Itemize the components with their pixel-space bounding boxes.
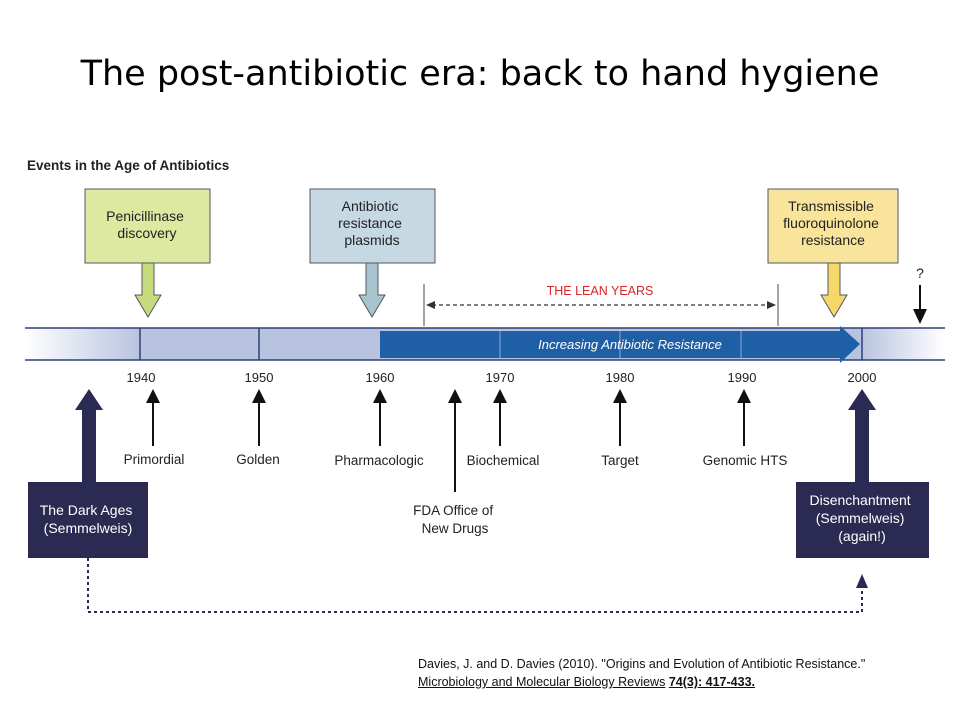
era-label-pharmacologic: Pharmacologic: [334, 453, 424, 468]
year-label: 2000: [848, 370, 877, 385]
disenchantment-arrow: [848, 389, 876, 482]
year-labels: 1940 1950 1960 1970 1980 1990 2000: [127, 370, 877, 385]
era-arrows: [146, 389, 751, 492]
year-label: 1990: [728, 370, 757, 385]
year-label: 1950: [245, 370, 274, 385]
semmelweis-connector: [87, 558, 868, 613]
era-label-golden: Golden: [236, 452, 280, 467]
lean-years-bracket: THE LEAN YEARS: [423, 284, 779, 326]
dark-ages-callout: The Dark Ages (Semmelweis): [28, 389, 148, 558]
future-question-arrow: ?: [913, 265, 927, 324]
disenchantment-label: Disenchantment (Semmelweis) (again!): [809, 492, 914, 544]
penicillinase-label: Penicillinase discovery: [106, 208, 188, 241]
lean-years-label: THE LEAN YEARS: [547, 284, 654, 298]
resistance-arrow: Increasing Antibiotic Resistance: [380, 326, 860, 363]
citation: Davies, J. and D. Davies (2010). "Origin…: [418, 655, 938, 691]
era-label-target: Target: [601, 453, 639, 468]
citation-text: Davies, J. and D. Davies (2010). "Origin…: [418, 657, 866, 671]
question-mark: ?: [916, 265, 924, 281]
fda-label: FDA Office of New Drugs: [413, 503, 497, 536]
citation-journal: Microbiology and Molecular Biology Revie…: [418, 675, 666, 689]
era-label-genomic-hts: Genomic HTS: [703, 453, 788, 468]
dark-ages-label: The Dark Ages (Semmelweis): [40, 502, 137, 536]
slide-title: The post-antibiotic era: back to hand hy…: [80, 54, 880, 94]
year-label: 1960: [366, 370, 395, 385]
citation-volume: 74(3): 417-433.: [668, 675, 755, 689]
plasmids-label: Antibiotic resistance plasmids: [338, 198, 406, 248]
resistance-arrow-label: Increasing Antibiotic Resistance: [538, 337, 722, 352]
penicillinase-arrow: [134, 262, 162, 318]
era-labels: Primordial Golden Pharmacologic Biochemi…: [124, 452, 788, 468]
penicillinase-callout: Penicillinase discovery: [84, 188, 211, 318]
figure-heading: Events in the Age of Antibiotics: [27, 158, 229, 173]
fluoroquinolone-arrow: [820, 262, 848, 318]
plasmids-callout: Antibiotic resistance plasmids: [309, 188, 436, 318]
disenchantment-callout: Disenchantment (Semmelweis) (again!): [796, 389, 929, 558]
fluoroquinolone-label: Transmissible fluoroquinolone resistance: [783, 198, 883, 248]
era-label-primordial: Primordial: [124, 452, 185, 467]
dark-ages-arrow: [75, 389, 103, 482]
year-label: 1970: [486, 370, 515, 385]
year-label: 1940: [127, 370, 156, 385]
era-label-biochemical: Biochemical: [467, 453, 540, 468]
year-label: 1980: [606, 370, 635, 385]
fluoroquinolone-callout: Transmissible fluoroquinolone resistance: [767, 188, 899, 318]
plasmids-arrow: [358, 262, 386, 318]
